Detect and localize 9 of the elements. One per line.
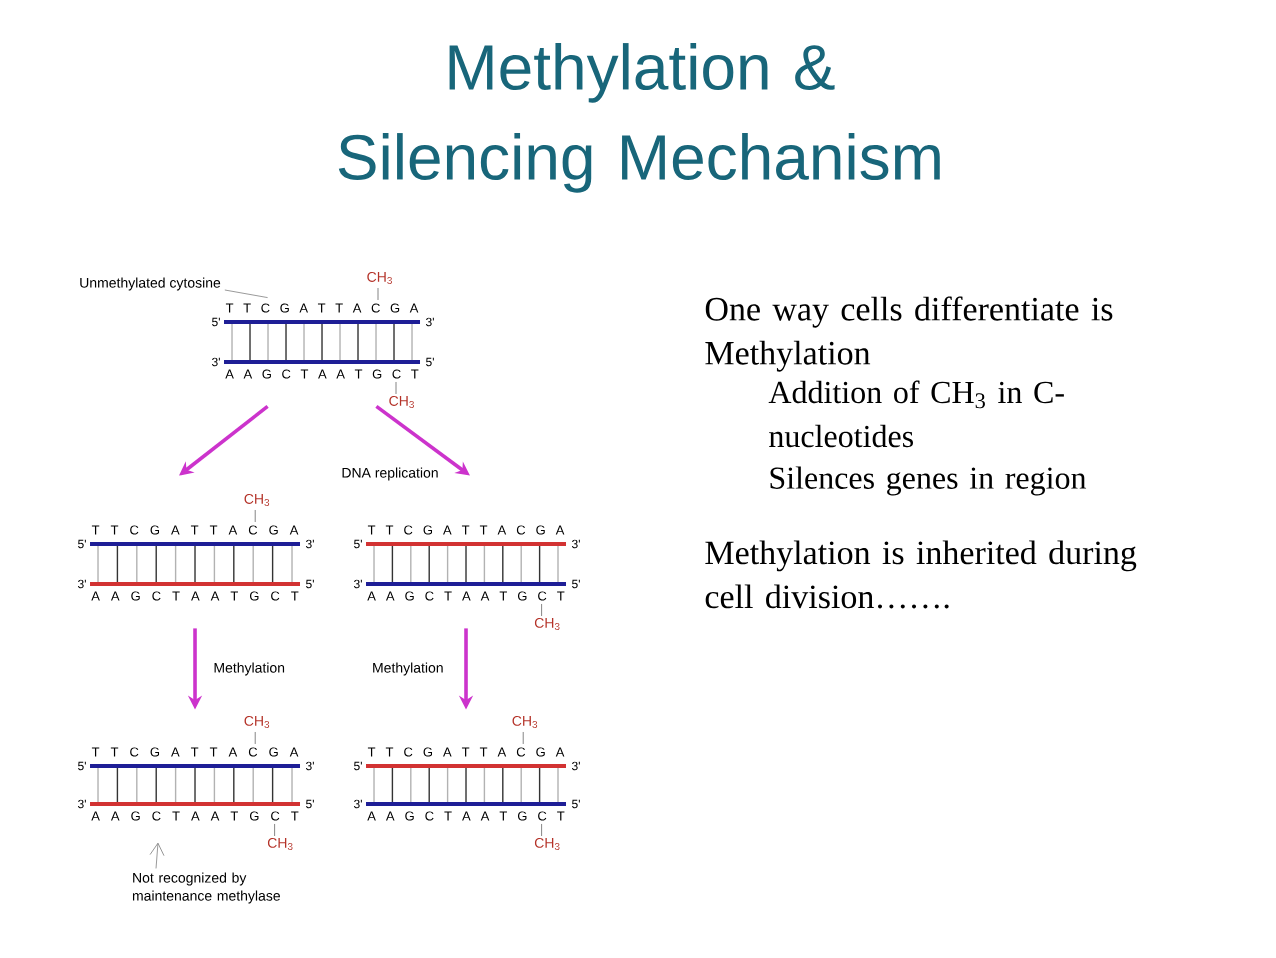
bullet-text: Addition of CH$_{3}$ in C-nucleotides bbox=[768, 380, 1064, 448]
leader-line bbox=[149, 842, 165, 869]
arrow bbox=[375, 404, 470, 476]
title: Methylation & Silencing Mechanism bbox=[338, 43, 940, 193]
body-text: One way cells differentiate is Methylation bbox=[705, 296, 1113, 372]
bullet-text: Silences genes in region bbox=[770, 466, 1087, 496]
leader-line bbox=[224, 289, 268, 298]
arrow bbox=[179, 404, 269, 476]
body-text: Methylation is inherited during cell division……. bbox=[705, 540, 1137, 609]
